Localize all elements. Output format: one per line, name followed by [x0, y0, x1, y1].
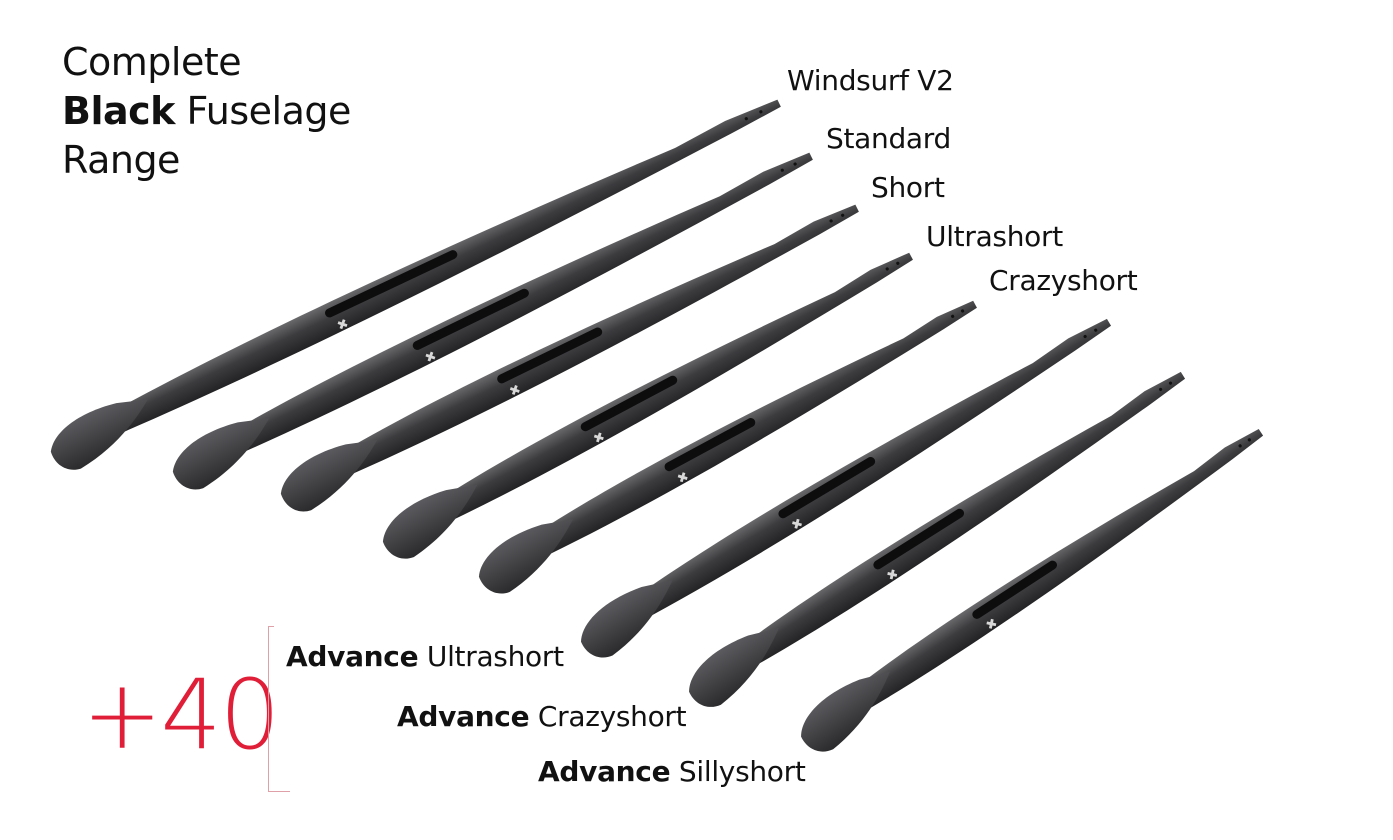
- tail-mount: [801, 671, 890, 752]
- tail-mount: [280, 440, 378, 512]
- mast-slot: [580, 375, 678, 432]
- fuselage-body: [510, 300, 977, 569]
- heading-line-2: Black Fuselage: [62, 87, 351, 136]
- tail-mount: [50, 399, 148, 470]
- tail-mount: [478, 519, 573, 594]
- nose-hole: [1168, 381, 1173, 385]
- nose-hole: [759, 110, 763, 114]
- advance-model-name: Sillyshort: [670, 755, 806, 788]
- nose-hole: [744, 117, 748, 121]
- label-short: Short: [871, 171, 945, 204]
- nose-hole: [960, 309, 965, 313]
- fuselage-6: ✖: [581, 318, 1112, 658]
- label-standard: Standard: [826, 122, 951, 155]
- tail-mount: [581, 580, 673, 658]
- mast-slot: [972, 560, 1057, 619]
- advance-prefix: Advance: [538, 755, 671, 788]
- fuselage-4: ✖: [382, 252, 913, 559]
- page-heading: Complete Black Fuselage Range: [62, 38, 351, 185]
- heading-line-3: Range: [62, 138, 180, 182]
- mast-slot: [778, 456, 876, 519]
- heading-line-2-rest: Fuselage: [174, 89, 352, 133]
- mast-slot: [497, 327, 603, 384]
- advance-prefix: Advance: [286, 640, 419, 673]
- nose-hole: [896, 261, 900, 265]
- fuselage-8: ✖: [801, 428, 1264, 752]
- fuselage-body: [718, 371, 1186, 681]
- heading-line-1: Complete: [62, 40, 242, 84]
- advance-prefix: Advance: [397, 700, 530, 733]
- nose-hole: [780, 168, 784, 172]
- label-advance-ultrashort: Advance Ultrashort: [286, 640, 564, 674]
- advance-model-name: Ultrashort: [418, 640, 564, 673]
- nose-hole: [885, 267, 889, 271]
- tail-mount: [172, 418, 270, 490]
- nose-hole: [1094, 328, 1098, 332]
- fuselage-body: [414, 252, 913, 534]
- nose-hole: [1159, 387, 1163, 391]
- fuselage-1: ✖: [50, 99, 781, 470]
- label-windsurf-v2: Windsurf V2: [787, 64, 954, 97]
- advance-group-bracket: [268, 626, 290, 792]
- nose-hole: [1083, 334, 1087, 339]
- heading-bold-word: Black: [62, 89, 175, 133]
- nose-hole: [1238, 444, 1242, 448]
- label-advance-crazyshort: Advance Crazyshort: [397, 700, 687, 734]
- fuselage-body: [205, 152, 813, 466]
- nose-hole: [829, 219, 833, 223]
- fuselage-body: [611, 318, 1112, 632]
- fuselage-5: ✖: [478, 300, 977, 594]
- nose-hole: [1247, 438, 1251, 442]
- label-crazyshort: Crazyshort: [989, 264, 1138, 297]
- mast-slot: [664, 418, 756, 472]
- mast-slot: [873, 508, 965, 570]
- fuselage-body: [83, 99, 781, 446]
- nose-hole: [951, 314, 955, 318]
- fuselage-body: [830, 428, 1264, 725]
- mast-slot: [412, 288, 529, 350]
- tail-mount: [382, 484, 478, 559]
- tail-mount: [689, 627, 779, 707]
- nose-hole: [841, 213, 845, 217]
- nose-hole: [793, 162, 797, 166]
- advance-model-name: Crazyshort: [529, 700, 687, 733]
- label-advance-sillyshort: Advance Sillyshort: [538, 755, 806, 789]
- fuselage-2: ✖: [172, 152, 813, 490]
- fuselage-7: ✖: [689, 371, 1186, 707]
- label-ultrashort: Ultrashort: [926, 220, 1063, 253]
- fuselage-3: ✖: [280, 204, 859, 512]
- fuselage-body: [313, 204, 859, 488]
- count-badge: +40: [82, 659, 281, 771]
- mast-slot: [325, 250, 458, 318]
